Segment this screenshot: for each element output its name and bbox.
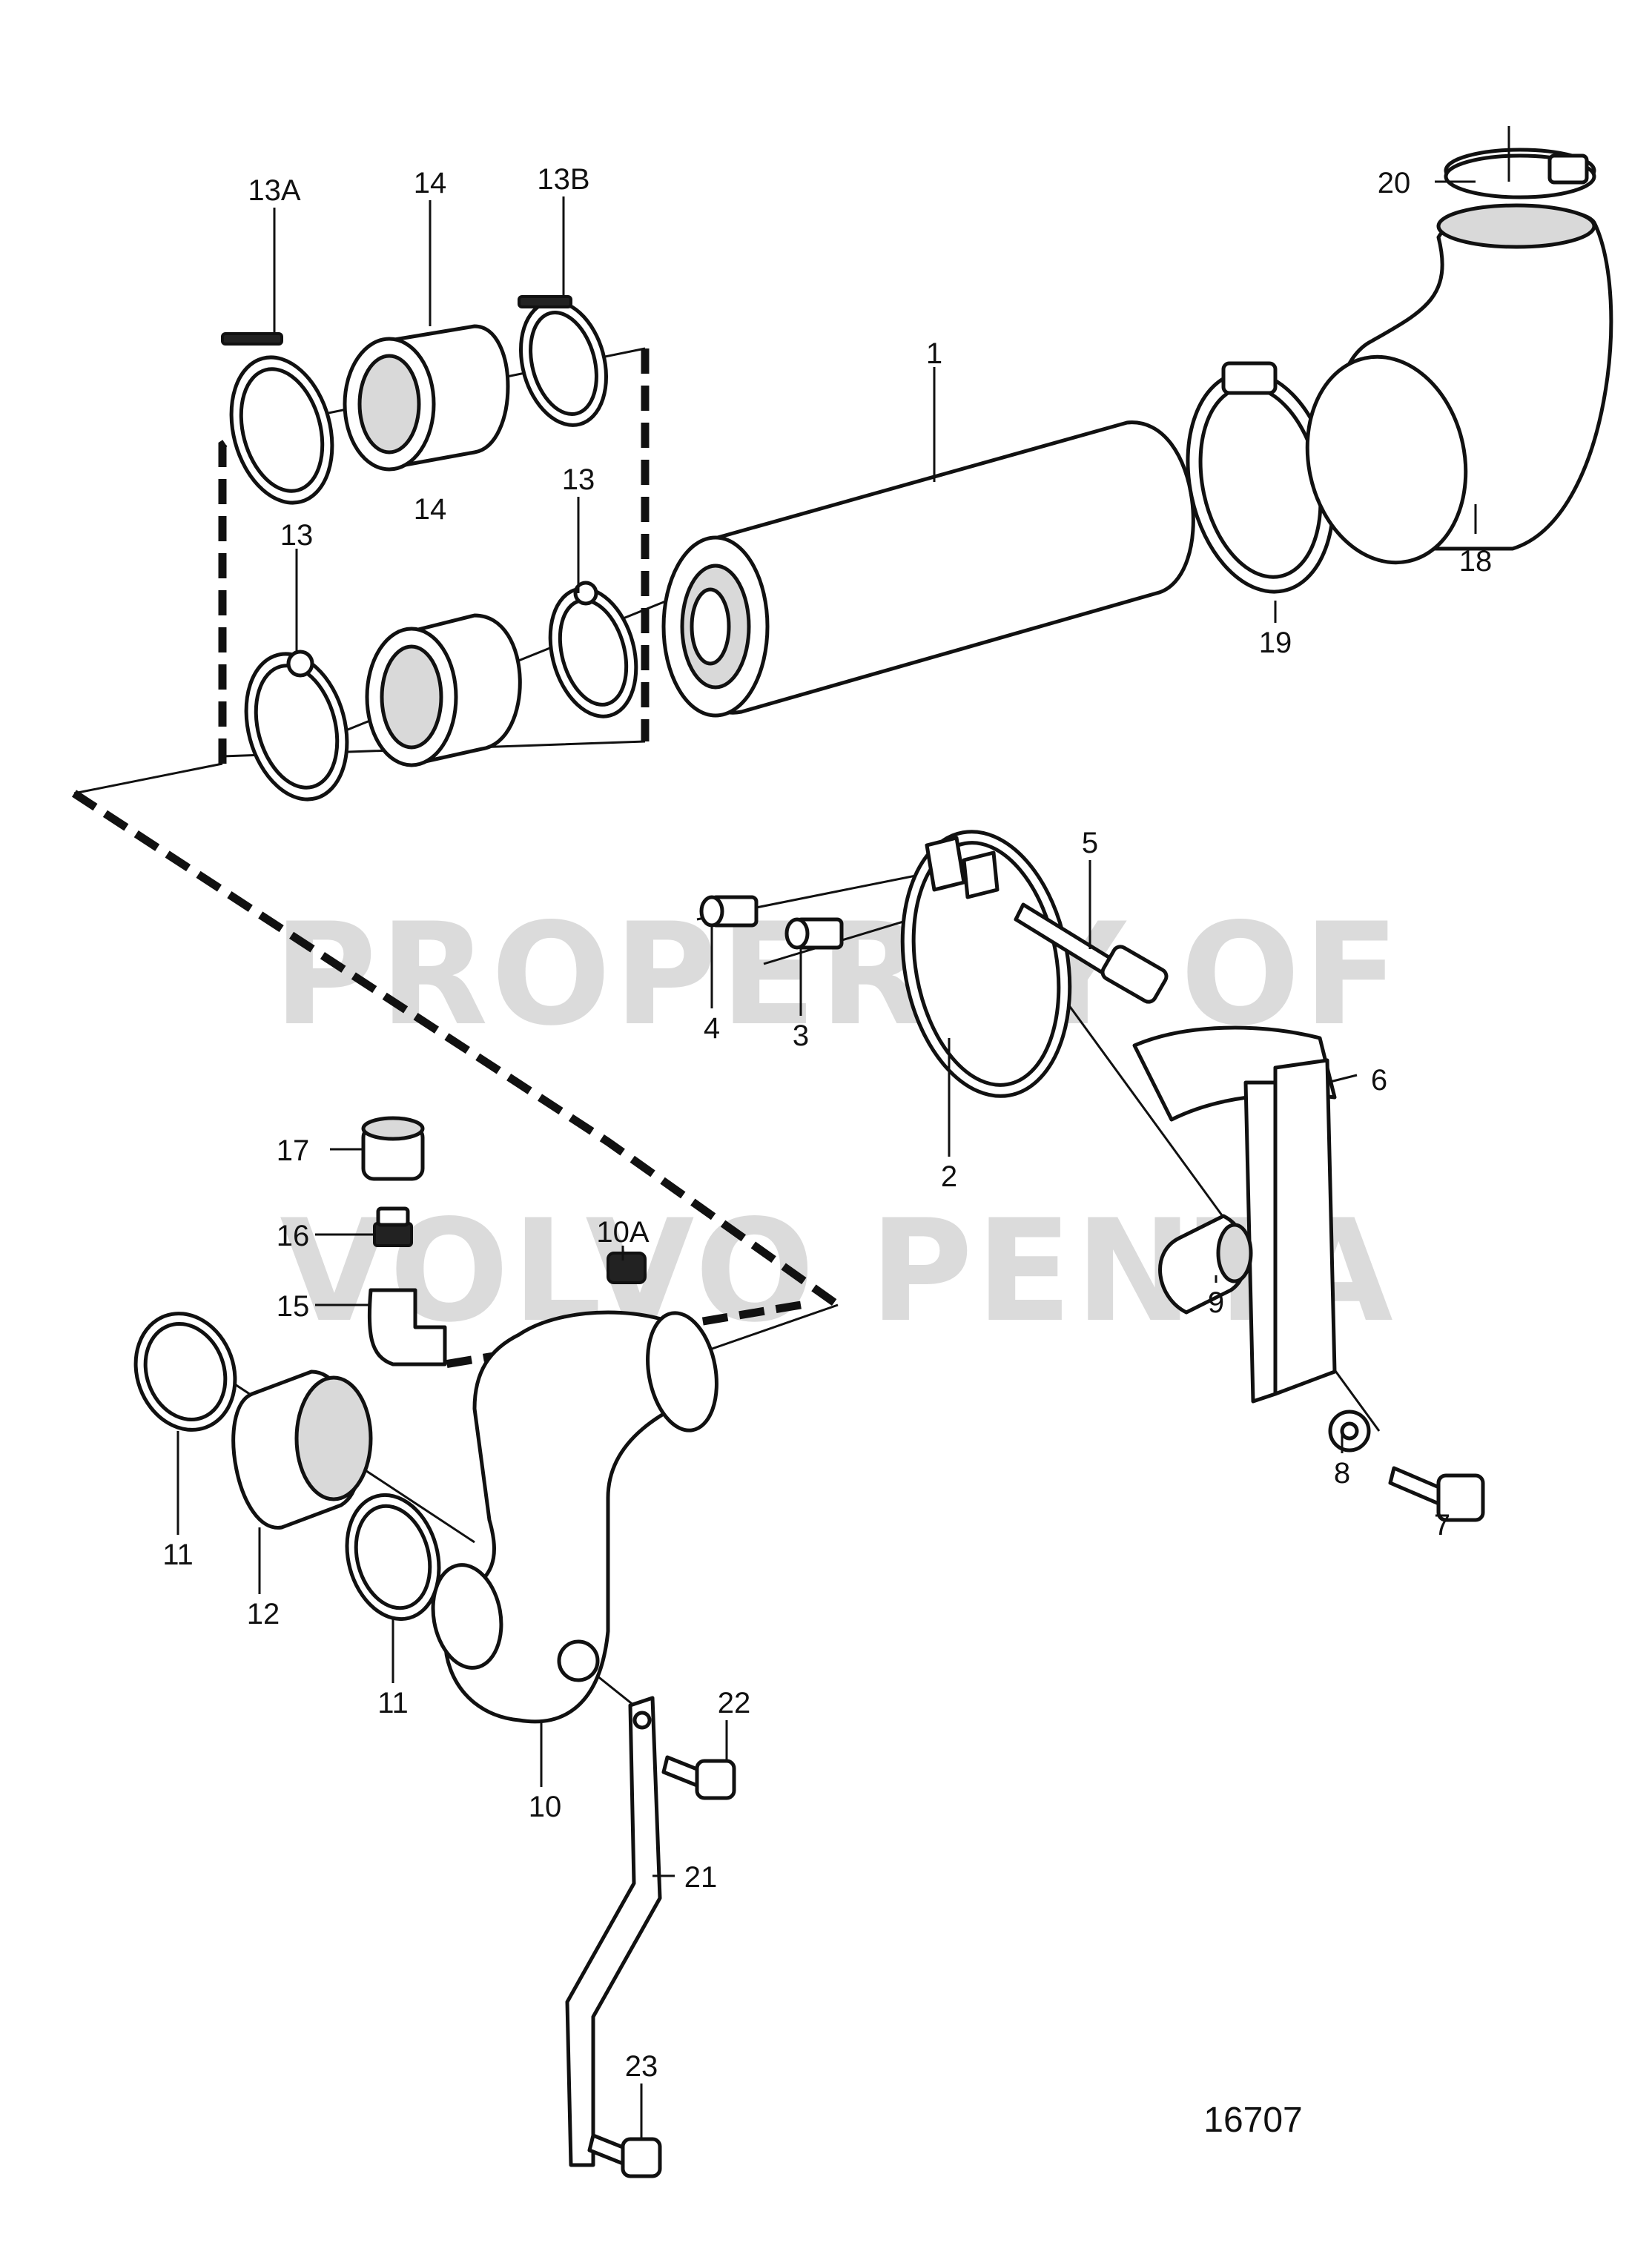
label-part-4: 4 xyxy=(704,1012,720,1045)
part-6-bracket xyxy=(1132,1025,1337,1404)
label-part-13-right: 13 xyxy=(562,463,595,496)
part-10A-plug xyxy=(607,1252,647,1284)
label-part-13-left: 13 xyxy=(280,519,314,552)
label-part-8: 8 xyxy=(1334,1457,1350,1490)
label-part-16: 16 xyxy=(277,1220,310,1252)
label-part-1: 1 xyxy=(926,337,942,370)
part-13-clamp-lower-right xyxy=(548,581,638,718)
label-part-22: 22 xyxy=(718,1687,751,1719)
part-12-hose xyxy=(231,1369,373,1530)
label-part-10: 10 xyxy=(529,1791,562,1823)
part-4-bolt xyxy=(699,895,759,928)
label-part-7: 7 xyxy=(1434,1509,1450,1541)
part-3-bolt xyxy=(784,917,844,950)
part-21-stay xyxy=(565,1696,662,2167)
label-part-13B: 13B xyxy=(537,163,589,196)
part-15-elbow-fitting xyxy=(367,1288,447,1367)
label-part-23: 23 xyxy=(625,2050,658,2083)
part-2-clamp xyxy=(900,830,1072,1098)
label-part-14-upper: 14 xyxy=(414,167,447,199)
label-part-13A: 13A xyxy=(248,174,300,207)
callout-labels: 1 2 3 4 5 6 7 8 9 10 10A 11 11 12 13 13 … xyxy=(162,163,1492,2083)
label-part-20: 20 xyxy=(1378,167,1411,199)
label-part-5: 5 xyxy=(1082,827,1098,859)
label-part-21: 21 xyxy=(684,1861,718,1894)
label-part-19: 19 xyxy=(1259,627,1292,659)
part-23-bolt xyxy=(587,2133,662,2178)
part-13A-clamp xyxy=(221,332,334,505)
part-10-pipe xyxy=(431,1310,718,1724)
part-13-clamp-lower-left xyxy=(244,650,349,802)
part-16-nut xyxy=(373,1206,413,1247)
part-9-spacer xyxy=(1158,1214,1253,1315)
label-part-18: 18 xyxy=(1459,545,1493,578)
part-22-bolt xyxy=(661,1755,736,1800)
part-5-bolt xyxy=(1014,902,1169,1004)
label-part-11-left: 11 xyxy=(162,1539,194,1571)
part-11-clamp-left xyxy=(133,1312,237,1432)
label-part-2: 2 xyxy=(941,1160,957,1193)
label-part-15: 15 xyxy=(277,1290,310,1323)
label-part-14-lower: 14 xyxy=(414,493,447,526)
part-18-elbow xyxy=(1305,203,1613,565)
part-1-muffler xyxy=(661,420,1195,718)
label-part-3: 3 xyxy=(793,1020,809,1052)
label-part-6: 6 xyxy=(1371,1064,1387,1097)
label-part-10A: 10A xyxy=(596,1216,649,1249)
part-7-bolt xyxy=(1388,1466,1485,1522)
label-part-12: 12 xyxy=(247,1598,280,1630)
callout-leaders xyxy=(176,180,1477,2139)
label-part-11-right: 11 xyxy=(377,1687,409,1719)
drawing-number: 16707 xyxy=(1203,2101,1302,2140)
part-14-hose-lower xyxy=(365,613,522,767)
part-20-clamp xyxy=(1444,126,1596,199)
part-14-hose-upper xyxy=(343,324,510,472)
part-17-cap xyxy=(361,1116,425,1181)
part-11-clamp-right xyxy=(345,1493,441,1622)
part-13B-clamp xyxy=(518,295,609,427)
part-8-washer xyxy=(1328,1410,1371,1453)
label-part-9: 9 xyxy=(1208,1286,1224,1319)
label-part-17: 17 xyxy=(277,1134,310,1167)
